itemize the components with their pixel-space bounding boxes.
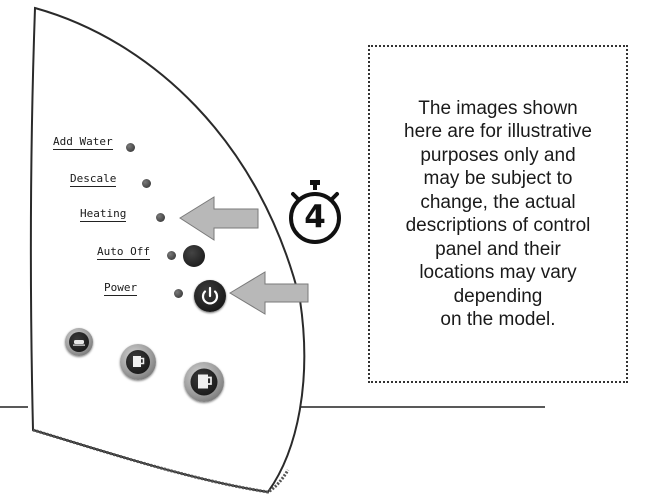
auto-off-label: Auto Off: [97, 245, 150, 260]
step-number: 4: [304, 199, 326, 235]
small-cup-button[interactable]: [65, 328, 93, 356]
large-mug-icon: [198, 374, 212, 389]
descale-label: Descale: [70, 172, 117, 187]
disclaimer-text: The images shown here are for illustrati…: [404, 97, 592, 331]
power-icon: [201, 286, 219, 305]
add-water-led: [126, 143, 135, 152]
heating-led: [156, 213, 165, 222]
mug-button[interactable]: [120, 344, 156, 380]
step-badge: 4: [285, 180, 345, 246]
descale-led: [142, 179, 151, 188]
auto-off-led: [167, 251, 176, 260]
add-water-label: Add Water: [53, 135, 113, 150]
large-mug-button[interactable]: [184, 362, 224, 402]
power-button[interactable]: [194, 280, 226, 312]
power-label: Power: [104, 281, 138, 296]
stopwatch-icon: [289, 180, 341, 244]
small-cup-icon: [73, 340, 85, 346]
disclaimer-box: The images shown here are for illustrati…: [368, 45, 628, 383]
auto-off-button[interactable]: [183, 245, 205, 267]
power-led: [174, 289, 183, 298]
heating-label: Heating: [80, 207, 127, 222]
mug-icon: [133, 356, 145, 367]
